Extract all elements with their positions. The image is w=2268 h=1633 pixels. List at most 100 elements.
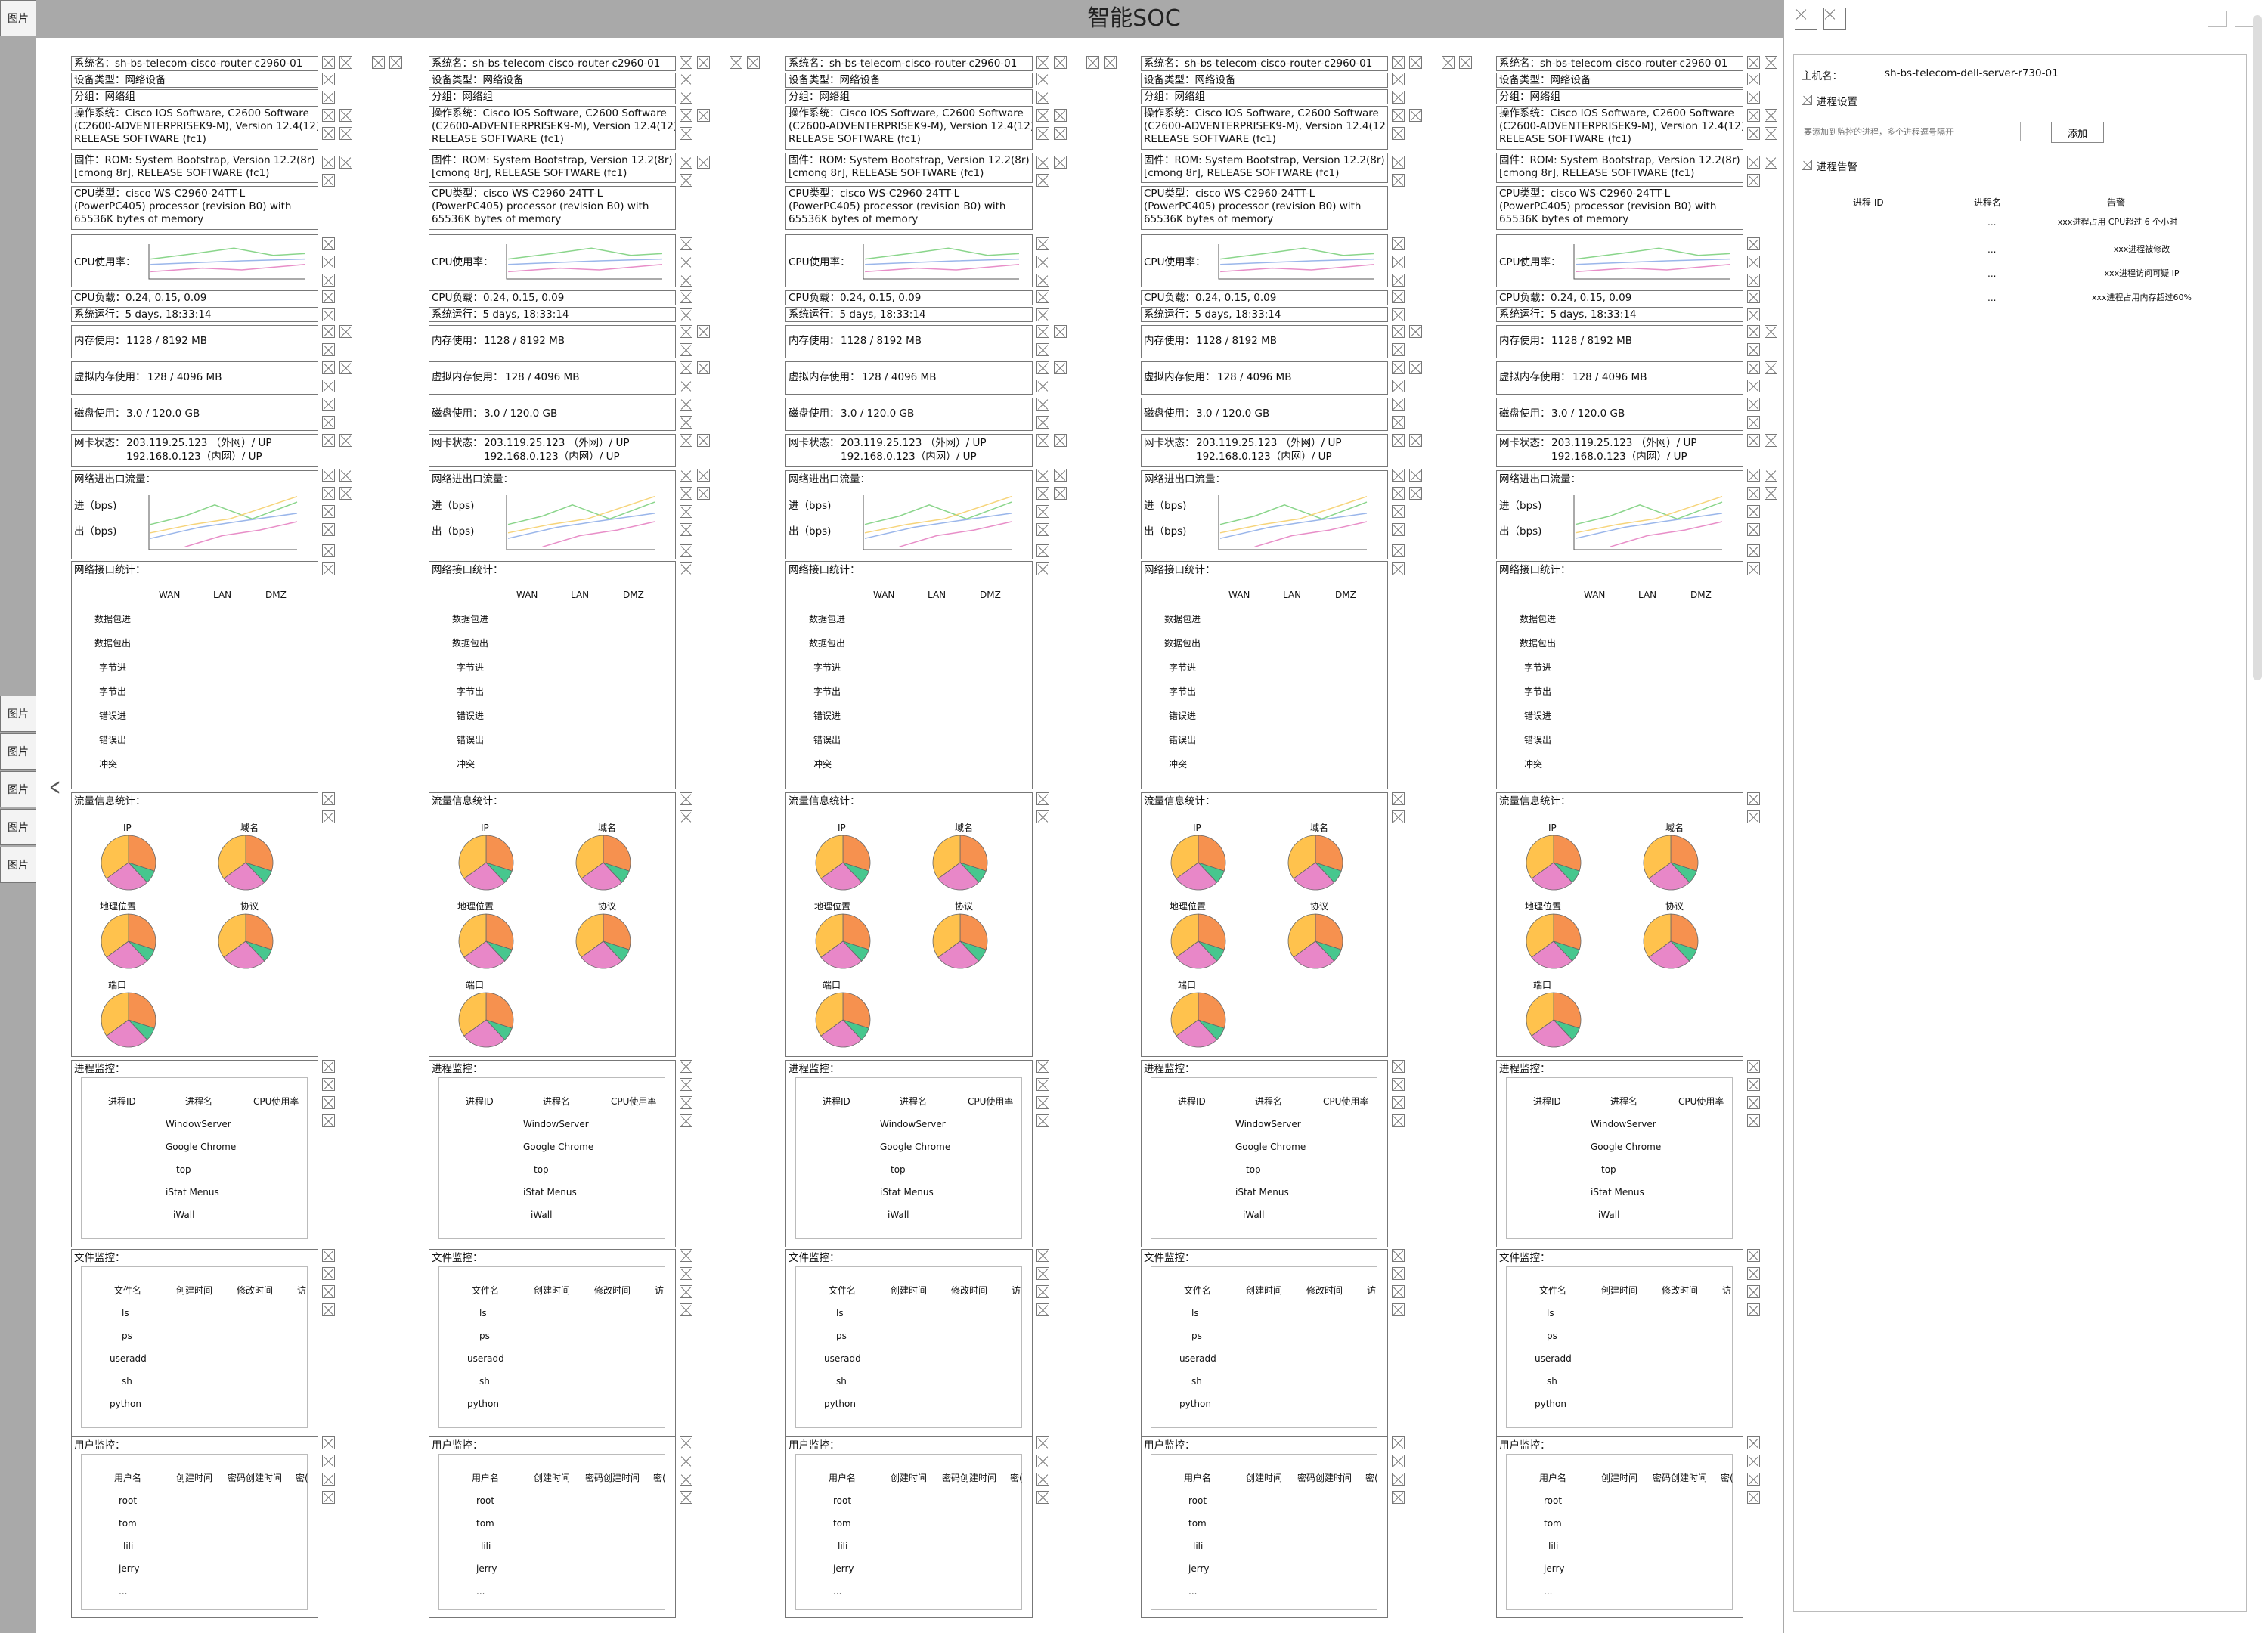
close-icon[interactable] xyxy=(680,1285,692,1298)
close-icon[interactable] xyxy=(1392,416,1405,429)
close-icon[interactable] xyxy=(680,361,692,374)
close-icon[interactable] xyxy=(1747,810,1760,823)
close-icon[interactable] xyxy=(680,127,692,140)
close-icon[interactable] xyxy=(1392,174,1405,187)
close-icon[interactable] xyxy=(1036,1303,1049,1316)
close-icon[interactable] xyxy=(1747,127,1760,140)
close-icon[interactable] xyxy=(680,1078,692,1091)
close-icon[interactable] xyxy=(322,325,335,338)
close-icon[interactable] xyxy=(1036,109,1049,122)
close-icon[interactable] xyxy=(1747,1491,1760,1504)
close-icon[interactable] xyxy=(680,156,692,169)
close-icon[interactable] xyxy=(322,505,335,518)
close-icon[interactable] xyxy=(680,1060,692,1073)
close-icon[interactable] xyxy=(1036,562,1049,575)
close-icon[interactable] xyxy=(1036,308,1049,321)
close-icon[interactable] xyxy=(1747,109,1760,122)
close-icon[interactable] xyxy=(322,290,335,303)
close-icon[interactable] xyxy=(322,792,335,805)
close-icon[interactable] xyxy=(1747,505,1760,518)
close-icon[interactable] xyxy=(697,325,710,338)
close-icon[interactable] xyxy=(1392,810,1405,823)
close-icon[interactable] xyxy=(1036,73,1049,85)
close-icon[interactable] xyxy=(322,1078,335,1091)
close-icon[interactable] xyxy=(1747,325,1760,338)
close-icon[interactable] xyxy=(697,487,710,500)
close-icon[interactable] xyxy=(322,416,335,429)
close-icon[interactable] xyxy=(680,1455,692,1467)
close-icon[interactable] xyxy=(1392,792,1405,805)
proc-setting-checkbox[interactable] xyxy=(1802,95,1812,105)
close-icon[interactable] xyxy=(1747,290,1760,303)
close-icon[interactable] xyxy=(1392,343,1405,356)
close-icon[interactable] xyxy=(1747,1267,1760,1280)
close-icon[interactable] xyxy=(1747,434,1760,447)
close-icon[interactable] xyxy=(1409,109,1422,122)
close-icon[interactable] xyxy=(1036,487,1049,500)
close-icon[interactable] xyxy=(680,1249,692,1262)
close-icon[interactable] xyxy=(1036,91,1049,104)
close-icon[interactable] xyxy=(322,380,335,392)
close-icon[interactable] xyxy=(1054,325,1067,338)
close-icon[interactable] xyxy=(1392,290,1405,303)
close-icon[interactable] xyxy=(1036,343,1049,356)
close-icon[interactable] xyxy=(1392,523,1405,536)
close-icon[interactable] xyxy=(1036,274,1049,287)
close-icon[interactable] xyxy=(1747,1114,1760,1127)
close-icon[interactable] xyxy=(322,1436,335,1449)
close-icon[interactable] xyxy=(680,325,692,338)
close-icon[interactable] xyxy=(680,274,692,287)
close-icon[interactable] xyxy=(322,256,335,268)
close-icon[interactable] xyxy=(680,91,692,104)
close-icon[interactable] xyxy=(1036,1285,1049,1298)
close-icon[interactable] xyxy=(1765,56,1777,69)
close-icon[interactable] xyxy=(680,562,692,575)
close-icon[interactable] xyxy=(680,1267,692,1280)
close-icon[interactable] xyxy=(1036,380,1049,392)
close-icon[interactable] xyxy=(1765,156,1777,169)
close-icon[interactable] xyxy=(339,56,352,69)
close-icon[interactable] xyxy=(1036,1491,1049,1504)
close-icon[interactable] xyxy=(322,1096,335,1109)
close-icon[interactable] xyxy=(680,416,692,429)
close-icon[interactable] xyxy=(322,308,335,321)
close-icon[interactable] xyxy=(322,361,335,374)
close-icon[interactable] xyxy=(1747,469,1760,482)
close-icon[interactable] xyxy=(322,1114,335,1127)
close-icon[interactable] xyxy=(697,109,710,122)
close-icon[interactable] xyxy=(1392,325,1405,338)
close-icon[interactable] xyxy=(372,56,385,69)
close-icon[interactable] xyxy=(322,109,335,122)
close-icon[interactable] xyxy=(322,156,335,169)
close-icon[interactable] xyxy=(1392,308,1405,321)
close-icon[interactable] xyxy=(1036,810,1049,823)
close-icon[interactable] xyxy=(1392,1096,1405,1109)
close-icon[interactable] xyxy=(1036,361,1049,374)
close-icon[interactable] xyxy=(1054,487,1067,500)
close-icon[interactable] xyxy=(1747,416,1760,429)
close-icon[interactable] xyxy=(1409,56,1422,69)
close-icon[interactable] xyxy=(322,1267,335,1280)
close-icon[interactable] xyxy=(1392,1473,1405,1486)
close-icon[interactable] xyxy=(1765,487,1777,500)
close-icon[interactable] xyxy=(680,1436,692,1449)
close-icon[interactable] xyxy=(680,469,692,482)
close-icon[interactable] xyxy=(322,343,335,356)
close-icon[interactable] xyxy=(680,1473,692,1486)
close-icon[interactable] xyxy=(1036,1249,1049,1262)
close-icon[interactable] xyxy=(1747,1078,1760,1091)
close-icon[interactable] xyxy=(322,1303,335,1316)
image-placeholder[interactable]: 图片 xyxy=(0,847,36,883)
close-icon[interactable] xyxy=(680,1491,692,1504)
close-icon[interactable] xyxy=(680,73,692,85)
close-icon[interactable] xyxy=(322,91,335,104)
close-icon[interactable] xyxy=(1747,256,1760,268)
close-icon[interactable] xyxy=(680,1096,692,1109)
close-icon[interactable] xyxy=(1392,1285,1405,1298)
close-icon[interactable] xyxy=(1036,325,1049,338)
close-icon[interactable] xyxy=(1459,56,1472,69)
close-icon[interactable] xyxy=(1392,1455,1405,1467)
close-icon[interactable] xyxy=(1036,127,1049,140)
close-icon[interactable] xyxy=(1036,434,1049,447)
close-icon[interactable] xyxy=(1086,56,1099,69)
